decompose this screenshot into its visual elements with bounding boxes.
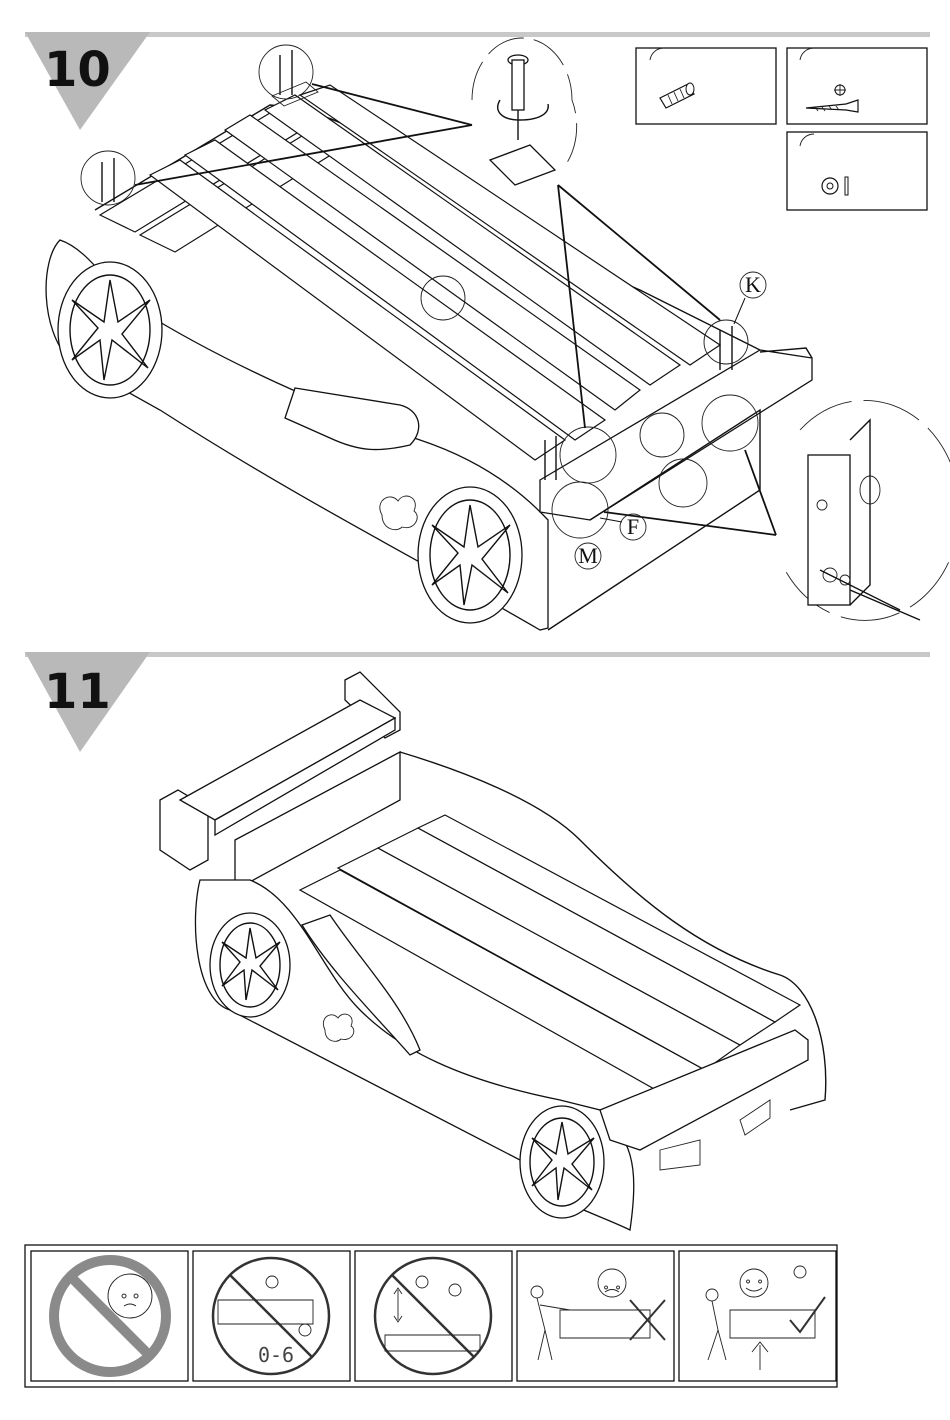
front-wheel — [418, 487, 522, 623]
callout-M-label: M — [578, 543, 598, 568]
age-limit-label: 0-6 — [258, 1343, 294, 1367]
step-11: 11 — [25, 652, 930, 1230]
safety-warnings: 0-6 — [25, 1245, 837, 1387]
step-11-divider — [25, 652, 930, 657]
warning-panel-5 — [679, 1251, 836, 1381]
warning-panel-2: 0-6 — [193, 1251, 350, 1381]
hardware-box-dowel — [636, 48, 776, 124]
front-wheel-11 — [520, 1106, 604, 1218]
rear-wheel-11 — [210, 913, 290, 1017]
hardware-box-screw — [787, 48, 927, 124]
callout-M: M — [575, 543, 601, 569]
callout-F: F — [620, 514, 646, 540]
rear-wheel — [58, 262, 162, 398]
warning-panel-1 — [31, 1251, 188, 1381]
callout-K: K — [740, 272, 766, 298]
hardware-box-washer — [787, 132, 927, 210]
bed-frame-step-10 — [46, 85, 812, 630]
warning-panel-4 — [517, 1251, 674, 1381]
step-10-divider — [25, 32, 930, 37]
callout-K-label: K — [745, 272, 761, 297]
screwdriver-detail — [472, 38, 577, 185]
hardware-legend — [636, 48, 927, 210]
step-11-number: 11 — [44, 664, 111, 720]
callout-F-label: F — [627, 514, 639, 539]
screw-callout-left — [81, 151, 135, 205]
step-10: 10 — [25, 32, 950, 630]
step-10-number: 10 — [44, 42, 111, 98]
bed-frame-step-11 — [160, 672, 826, 1230]
bolt-detail — [785, 400, 950, 620]
warning-panel-3 — [355, 1251, 512, 1381]
